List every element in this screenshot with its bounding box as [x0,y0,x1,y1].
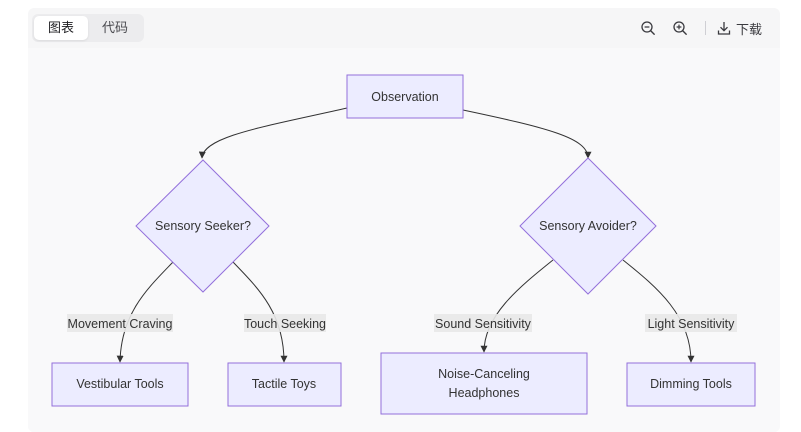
edge-seeker-to-vestibular [116,261,174,363]
zoom-out-button[interactable] [637,17,659,39]
node-sensory-avoider: Sensory Avoider? [519,157,657,295]
tab-diagram[interactable]: 图表 [34,16,89,40]
svg-text:Light Sensitivity: Light Sensitivity [648,317,736,331]
node-dimming-tools: Dimming Tools [626,362,756,407]
node-noise-canceling-headphones: Noise-Canceling Headphones [380,352,588,415]
download-icon [717,22,731,35]
svg-text:Touch Seeking: Touch Seeking [244,317,326,331]
edge-observation-to-avoider [462,109,592,159]
node-tactile-toys: Tactile Toys [227,362,342,407]
zoom-in-icon [673,21,687,35]
tab-code[interactable]: 代码 [102,20,129,35]
toolbar-divider [704,21,706,35]
svg-text:Headphones: Headphones [449,386,520,400]
edge-observation-to-seeker [198,107,348,159]
edge-avoider-to-noise [480,259,554,353]
svg-text:Vestibular Tools: Vestibular Tools [76,377,163,391]
view-tabs: 图表 代码 [32,14,145,42]
toolbar: 图表 代码 [28,8,780,48]
diagram-canvas: Movement Craving Touch Seeking Sound Sen… [28,48,780,432]
zoom-out-icon [641,21,655,35]
edge-label-light-sensitivity: Light Sensitivity [645,314,737,332]
edge-label-touch-seeking: Touch Seeking [244,314,326,332]
edge-seeker-to-tactile [232,261,288,363]
svg-text:Tactile Toys: Tactile Toys [252,377,316,391]
flowchart: Movement Craving Touch Seeking Sound Sen… [51,74,756,415]
edge-label-movement-craving: Movement Craving [67,314,173,332]
toolbar-tools: 下载 [627,17,762,39]
node-observation: Observation [346,74,464,119]
svg-text:Sensory Seeker?: Sensory Seeker? [155,219,251,233]
download-label: 下载 [735,21,762,37]
node-vestibular-tools: Vestibular Tools [51,362,189,407]
diagram-viewer: 图表 代码 [28,8,780,432]
svg-text:Sound Sensitivity: Sound Sensitivity [435,317,532,331]
svg-text:Noise-Canceling: Noise-Canceling [438,367,530,381]
edge-avoider-to-dimming [622,259,695,363]
svg-text:Dimming Tools: Dimming Tools [650,377,732,391]
zoom-in-button[interactable] [669,17,691,39]
svg-text:Movement Craving: Movement Craving [68,317,173,331]
edge-label-sound-sensitivity: Sound Sensitivity [434,314,532,332]
svg-text:Observation: Observation [371,90,438,104]
svg-text:Sensory Avoider?: Sensory Avoider? [539,219,637,233]
node-sensory-seeker: Sensory Seeker? [135,159,270,293]
download-button[interactable]: 下载 [716,19,762,38]
